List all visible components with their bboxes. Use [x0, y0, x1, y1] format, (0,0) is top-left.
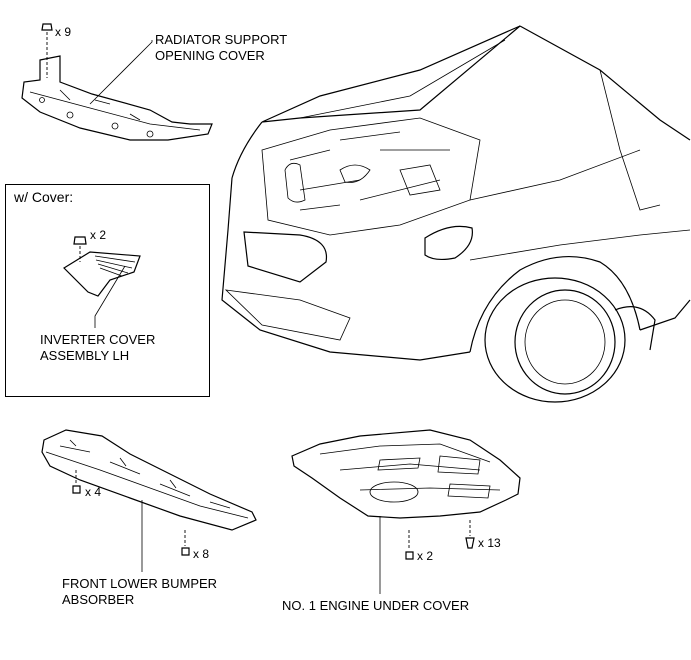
inverter-clip-quantity: x 2 — [90, 228, 107, 242]
bumper-bolt-quantity-b: x 8 — [193, 547, 210, 561]
bumper-bolt-quantity-a: x 4 — [85, 485, 102, 499]
radiator-cover-label-line2: OPENING COVER — [155, 48, 265, 63]
inverter-cover-drawing — [63, 236, 141, 328]
radiator-clip-quantity: x 9 — [55, 25, 72, 39]
inverter-cover-label-line2: ASSEMBLY LH — [40, 348, 130, 363]
bumper-absorber-label-line1: FRONT LOWER BUMPER — [62, 576, 218, 591]
under-cover-bolt-quantity: x 2 — [417, 549, 434, 563]
engine-under-cover-label: NO. 1 ENGINE UNDER COVER — [282, 598, 470, 613]
bumper-absorber-label-line2: ABSORBER — [62, 592, 135, 607]
car-front-drawing — [221, 25, 691, 403]
under-cover-clip-quantity: x 13 — [478, 536, 501, 550]
inverter-cover-label-line1: INVERTER COVER — [40, 332, 156, 347]
inset-title: w/ Cover: — [14, 189, 74, 205]
bumper-absorber-drawing — [41, 429, 257, 572]
cover-variant-inset — [5, 184, 210, 397]
radiator-support-cover-drawing — [21, 23, 213, 141]
engine-under-cover-drawing — [291, 429, 521, 594]
radiator-cover-label-line1: RADIATOR SUPPORT — [155, 32, 288, 47]
